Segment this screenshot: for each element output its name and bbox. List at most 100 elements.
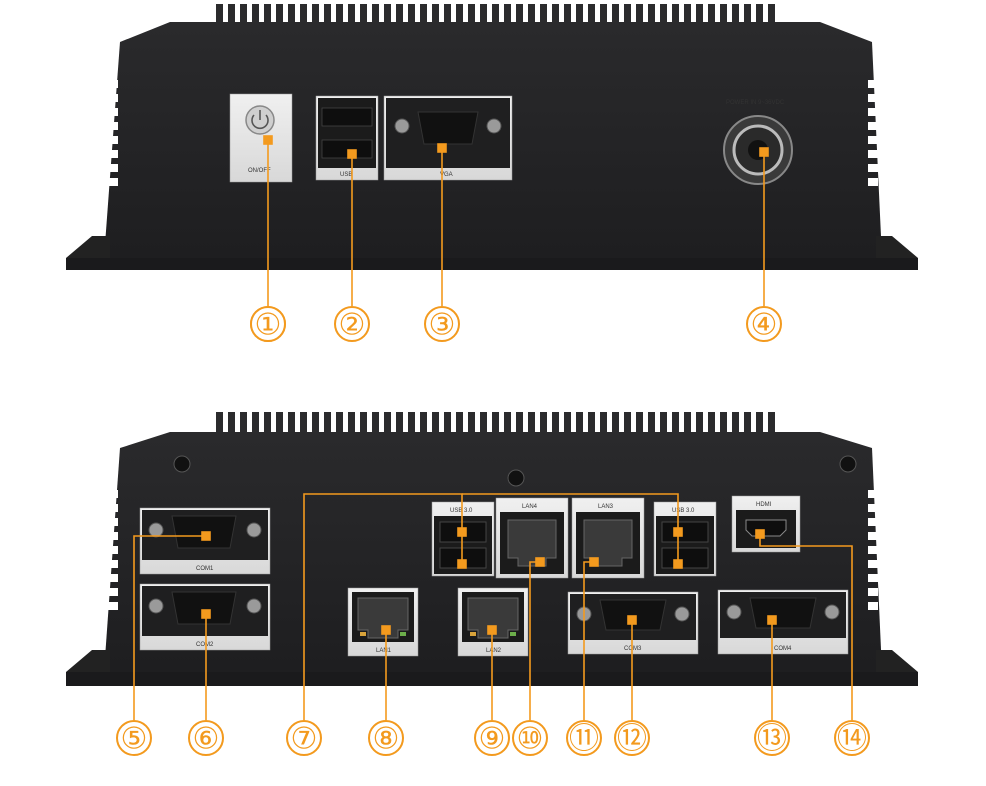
com4-screw-left bbox=[726, 604, 742, 620]
side-vent-left bbox=[108, 150, 118, 158]
heatsink-fin bbox=[396, 412, 403, 440]
heatsink-fin bbox=[672, 4, 679, 30]
side-vent-right bbox=[868, 80, 878, 88]
power-input-plate: POWER IN 9~36VDC bbox=[723, 100, 793, 185]
heatsink-fin bbox=[732, 412, 739, 440]
hdmi-plate: HDMI bbox=[731, 495, 801, 553]
heatsink-fin bbox=[420, 4, 427, 30]
callout-line-7a bbox=[303, 493, 463, 720]
heatsink-fin bbox=[696, 412, 703, 440]
lan3-port[interactable] bbox=[583, 519, 633, 567]
callout-dot-9 bbox=[487, 625, 497, 635]
heatsink-fin bbox=[300, 412, 307, 440]
heatsink-fin bbox=[648, 4, 655, 30]
heatsink-fin bbox=[456, 412, 463, 440]
callout-circle bbox=[614, 720, 650, 756]
front-usb-port-top[interactable] bbox=[321, 107, 373, 127]
heatsink-fin bbox=[768, 4, 775, 30]
heatsink-fin bbox=[732, 4, 739, 30]
heatsink-fin bbox=[684, 412, 691, 440]
callout-dot-12 bbox=[627, 615, 637, 625]
usb30-right-port-bottom[interactable] bbox=[661, 547, 709, 569]
lan1-port[interactable] bbox=[357, 597, 409, 639]
side-vent-right bbox=[868, 122, 878, 130]
callout-dot-10 bbox=[535, 557, 545, 567]
side-vent-left bbox=[108, 108, 118, 116]
usb30-right-port-top[interactable] bbox=[661, 521, 709, 543]
com1-screw-left bbox=[148, 522, 164, 538]
side-vent-right bbox=[868, 602, 878, 610]
heatsink-fin bbox=[300, 4, 307, 30]
callout-circle bbox=[512, 720, 548, 756]
side-vent-right bbox=[868, 532, 878, 540]
heatsink-fin bbox=[228, 4, 235, 30]
callout-number: ⑬ bbox=[757, 723, 787, 756]
heatsink-fin bbox=[276, 412, 283, 440]
heatsink-fin bbox=[216, 4, 223, 30]
front-usb-label: USB bbox=[340, 172, 352, 178]
heatsink-fin bbox=[684, 4, 691, 30]
vga-port[interactable] bbox=[417, 111, 479, 145]
hdmi-port[interactable] bbox=[745, 519, 787, 537]
callout-number: ① bbox=[255, 309, 282, 342]
callout-number: ④ bbox=[751, 309, 778, 342]
heatsink-fin bbox=[372, 4, 379, 30]
heatsink-fin bbox=[264, 412, 271, 440]
heatsink-fin bbox=[528, 412, 535, 440]
com1-screw-right bbox=[246, 522, 262, 538]
com2-port[interactable] bbox=[171, 591, 237, 625]
lan3-plate: LAN3 bbox=[571, 497, 645, 579]
lan2-led-left bbox=[470, 632, 476, 636]
heatsink-fin bbox=[600, 4, 607, 30]
callout-line-14 bbox=[759, 536, 853, 720]
heatsink-fin bbox=[408, 4, 415, 30]
heatsink-fin bbox=[588, 4, 595, 30]
com2-screw-left bbox=[148, 598, 164, 614]
heatsink-fin bbox=[348, 412, 355, 440]
heatsink-fin bbox=[384, 4, 391, 30]
com4-port[interactable] bbox=[749, 597, 817, 629]
callout-line-7b bbox=[462, 493, 679, 532]
callout-lines bbox=[133, 135, 853, 720]
side-vent-left bbox=[108, 136, 118, 144]
front-usb-port-bottom[interactable] bbox=[321, 139, 373, 159]
heatsink-fin bbox=[564, 412, 571, 440]
side-vent-left bbox=[108, 602, 118, 610]
lan4-port[interactable] bbox=[507, 519, 557, 567]
front-base bbox=[66, 258, 918, 270]
callout-circle bbox=[834, 720, 870, 756]
heatsink-fin bbox=[540, 412, 547, 440]
side-vent-left bbox=[108, 504, 118, 512]
heatsink-fin bbox=[636, 4, 643, 30]
lan2-port[interactable] bbox=[467, 597, 519, 639]
com3-screw-right bbox=[674, 606, 690, 622]
side-vent-left bbox=[108, 588, 118, 596]
heatsink-fin bbox=[360, 412, 367, 440]
callout-circle bbox=[368, 720, 404, 756]
heatsink-fin bbox=[288, 4, 295, 30]
lan3-label: LAN3 bbox=[598, 504, 614, 510]
heatsink-fin bbox=[420, 412, 427, 440]
rear-screw-right bbox=[839, 455, 857, 473]
side-vent-right bbox=[868, 518, 878, 526]
heatsink-fin bbox=[552, 412, 559, 440]
power-icon bbox=[251, 110, 269, 130]
side-vent-right bbox=[868, 108, 878, 116]
callout-number: ⑫ bbox=[617, 723, 647, 756]
com1-label: COM1 bbox=[196, 566, 214, 572]
callout-number: ⑪ bbox=[569, 723, 599, 756]
vga-screw-left bbox=[394, 118, 410, 134]
callout-number: ⑥ bbox=[193, 723, 220, 756]
callout-circle bbox=[334, 306, 370, 342]
heatsink-fin bbox=[504, 4, 511, 30]
com2-label: COM2 bbox=[196, 642, 214, 648]
heatsink-fin bbox=[336, 412, 343, 440]
callout-circle bbox=[250, 306, 286, 342]
side-vent-right bbox=[868, 94, 878, 102]
com3-port[interactable] bbox=[599, 599, 667, 631]
callout-dot-2 bbox=[347, 149, 357, 159]
hdmi-label: HDMI bbox=[756, 502, 772, 508]
callout-circle bbox=[116, 720, 152, 756]
heatsink-fin bbox=[624, 412, 631, 440]
